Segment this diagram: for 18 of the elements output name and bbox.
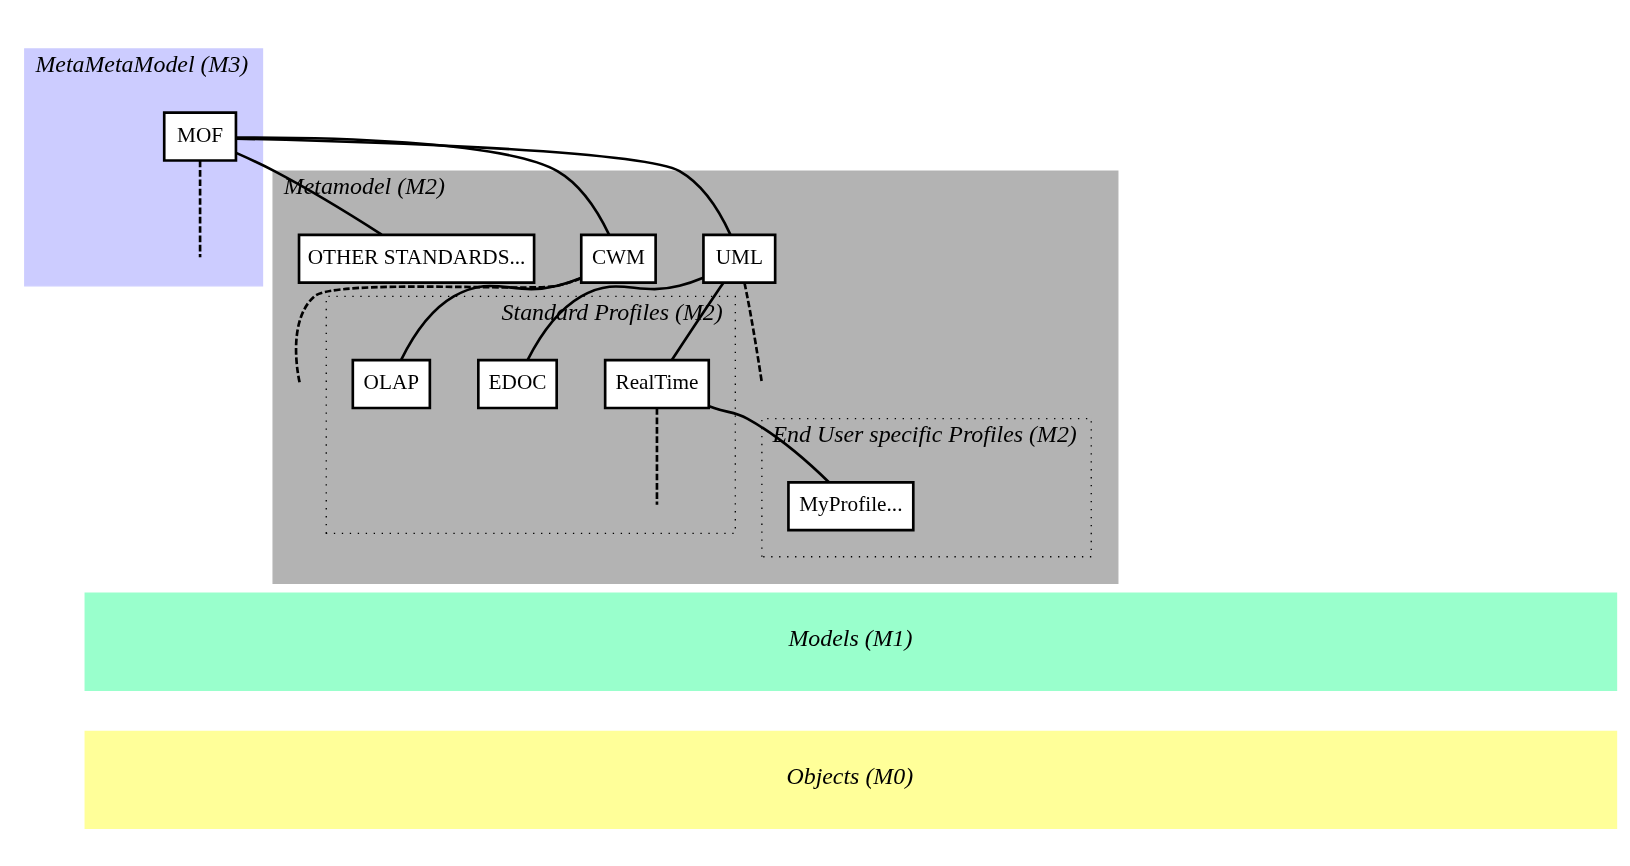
- node-box: UML: [702, 233, 777, 284]
- connector: [399, 276, 582, 361]
- node-box: CWM: [579, 233, 657, 284]
- connector: [236, 137, 732, 236]
- node-box: MOF: [162, 111, 238, 162]
- connector: [708, 405, 830, 484]
- connector: [743, 282, 764, 383]
- connector: [236, 136, 611, 236]
- connector: [294, 277, 582, 383]
- connector: [198, 160, 202, 258]
- node-box: Objects (M0): [84, 730, 1618, 830]
- node-box: Models (M1): [84, 592, 1618, 691]
- node-box: OLAP: [351, 358, 432, 410]
- node-box: EDOC: [477, 358, 558, 410]
- node-box: RealTime: [603, 358, 711, 410]
- node-box: MyProfile...: [787, 481, 915, 532]
- connector: [655, 408, 659, 505]
- node-box: OTHER STANDARDS...: [297, 233, 536, 284]
